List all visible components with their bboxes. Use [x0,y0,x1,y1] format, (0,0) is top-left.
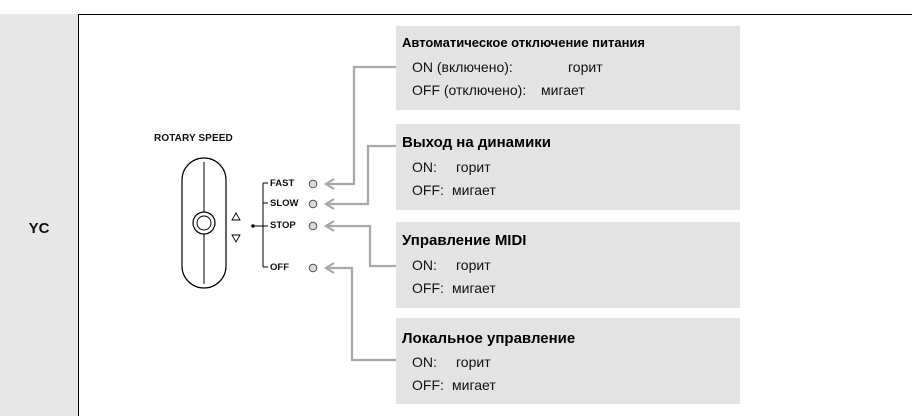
box-on-key: ON: [412,257,437,273]
info-box-local-control: Локальное управление ON: горит OFF: мига… [396,318,740,404]
arrow-slow-connector [326,144,396,206]
arrowhead-off-icon [323,262,335,274]
led-label-stop: STOP [270,220,296,231]
model-label: YC [28,220,50,237]
box-title: Автоматическое отключение питания [402,35,646,50]
box-off-value: мигает [541,82,585,98]
led-label-fast: FAST [270,178,295,189]
info-box-speaker-output: Выход на динамики ON: горит OFF: мигает [396,124,740,210]
box-on-value: горит [456,257,491,273]
arrowhead-slow-icon [323,198,335,210]
box-off-key: OFF: [412,182,444,198]
box-off-value: мигает [452,280,496,296]
arrow-off-connector [326,266,396,362]
box-on-value: горит [568,59,603,75]
led-stop-icon [308,221,318,231]
box-on-key: ON (включено): [412,59,513,75]
arrow-stop-connector [326,224,396,268]
box-off-key: OFF: [412,280,444,296]
column-divider [78,14,79,416]
box-title: Управление MIDI [402,232,527,249]
table-top-border [0,14,912,15]
box-off-key: OFF (отключено): [412,82,527,98]
rotary-knob-inner [196,215,212,231]
arrowhead-fast-icon [323,178,335,190]
info-box-auto-power-off: Автоматическое отключение питания ON (вк… [396,26,740,110]
led-fast-icon [308,179,318,189]
box-title: Локальное управление [402,330,576,347]
arrow-fast-connector [326,65,396,186]
model-column [0,14,78,416]
led-label-slow: SLOW [270,198,299,209]
box-off-key: OFF: [412,377,444,393]
led-slow-icon [308,199,318,209]
led-off-icon [308,263,318,273]
up-triangle-icon [231,212,241,221]
box-off-value: мигает [452,182,496,198]
down-triangle-icon [231,234,241,243]
box-on-value: горит [456,159,491,175]
arrowhead-stop-icon [323,220,335,232]
box-off-value: мигает [452,377,496,393]
info-box-midi-control: Управление MIDI ON: горит OFF: мигает [396,222,740,308]
rotary-speed-label: ROTARY SPEED [154,133,233,144]
led-label-off: OFF [270,262,289,273]
box-title: Выход на динамики [402,134,552,151]
box-on-key: ON: [412,354,437,370]
box-on-value: горит [456,354,491,370]
box-on-key: ON: [412,159,437,175]
